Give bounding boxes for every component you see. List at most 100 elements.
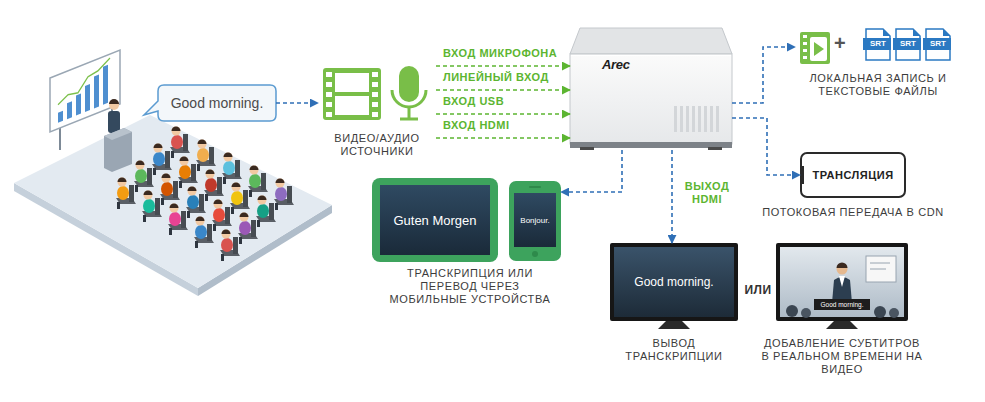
- svg-use: [222, 153, 242, 185]
- or-text: ИЛИ: [742, 283, 774, 297]
- edge-label: ВХОД HDMI: [443, 119, 510, 131]
- tablet-frame: [372, 178, 498, 262]
- node-caption: ДОБАВЛЕНИЕ СУБТИТРОВ В РЕАЛЬНОМ ВРЕМЕНИ …: [759, 337, 925, 376]
- node-caption: ВИДЕО/АУДИО ИСТОЧНИКИ: [318, 132, 436, 158]
- svg-circle: [109, 100, 119, 110]
- svg-use: [194, 217, 214, 249]
- edge-label: ЛИНЕЙНЫЙ ВХОД: [443, 71, 549, 83]
- plus-sign: +: [834, 32, 846, 55]
- edge-label: ВХОД USB: [443, 95, 504, 107]
- file-band: [893, 38, 921, 50]
- svg-rect: [674, 106, 677, 132]
- device-base: [570, 142, 732, 148]
- phone-device: Bonjour.: [509, 181, 561, 261]
- phone-frame: [509, 181, 561, 261]
- file-type: SRT: [865, 39, 891, 49]
- svg-use: [230, 183, 250, 215]
- stream-outline: [801, 153, 905, 197]
- node-shape: [570, 28, 732, 150]
- svg-polygon: [14, 115, 332, 288]
- node-caption: ЛОКАЛЬНАЯ ЗАПИСЬ И ТЕКСТОВЫЕ ФАЙЛЫ: [795, 72, 961, 98]
- svg-use: [274, 179, 294, 211]
- film-icon: [323, 68, 381, 120]
- svg-use: [256, 196, 276, 228]
- svg-path: [392, 90, 426, 107]
- svg-line: [870, 269, 886, 270]
- svg-polygon: [50, 50, 120, 132]
- file-type: SRT: [925, 39, 951, 49]
- svg-rect: [372, 102, 378, 107]
- svg-rect: [803, 35, 807, 38]
- svg-circle: [874, 306, 886, 318]
- svg-use: [152, 144, 172, 176]
- monitor-bezel: [610, 243, 738, 321]
- svg-path: [109, 99, 119, 104]
- svg-rect: [810, 37, 827, 61]
- svg-polygon: [104, 128, 132, 140]
- svg-rect: [372, 72, 378, 77]
- svg-rect: [680, 106, 683, 132]
- svg-use: [116, 178, 136, 210]
- svg-rect: [803, 49, 807, 52]
- svg-use: [196, 140, 216, 172]
- srt-file: SRT: [925, 28, 951, 61]
- source-group: ВИДЕО/АУДИО ИСТОЧНИКИ: [318, 62, 436, 160]
- svg-line: [408, 107, 411, 118]
- flow-arrow: [276, 102, 318, 104]
- svg-circle: [801, 308, 811, 318]
- svg-polyline: [58, 58, 110, 105]
- svg-rect: [326, 92, 332, 97]
- svg-rect: [399, 66, 419, 102]
- transcript-monitor: Good morning.ВЫВОД ТРАНСКРИПЦИИ: [610, 243, 738, 321]
- phone-screen: [514, 193, 556, 247]
- screen-text: Bonjour.: [514, 193, 556, 247]
- svg-polygon: [839, 276, 845, 287]
- monitor-screen: [780, 247, 904, 317]
- stream-text: ТРАНСЛЯЦИЯ: [800, 152, 906, 198]
- scene-board: [866, 256, 896, 282]
- svg-rect: [103, 65, 108, 105]
- svg-rect: [716, 106, 719, 132]
- bubble-outline: [144, 85, 276, 121]
- file-band: [863, 38, 891, 50]
- flow-arrow: [671, 150, 673, 243]
- srt-file: SRT: [865, 28, 891, 61]
- svg-rect: [335, 96, 369, 115]
- stream-box: ТРАНСЛЯЦИЯПОТОКОВАЯ ПЕРЕДАЧА В CDN: [800, 152, 906, 198]
- svg-circle: [532, 251, 538, 257]
- svg-circle: [837, 264, 848, 275]
- svg-use: [160, 174, 180, 206]
- capture-device: Arec: [570, 28, 732, 150]
- svg-rect: [803, 56, 807, 59]
- svg-line: [59, 126, 61, 150]
- subtitle-monitor: Good morning.ДОБАВЛЕНИЕ СУБТИТРОВ В РЕАЛ…: [776, 243, 908, 321]
- svg-rect: [323, 68, 381, 120]
- svg-rect: [686, 106, 689, 132]
- device-logo: Arec: [602, 57, 630, 72]
- monitor-stand: [826, 321, 858, 329]
- subtitle-text: Good morning.: [814, 299, 870, 310]
- svg-rect: [580, 147, 594, 150]
- svg-rect: [710, 106, 713, 132]
- svg-rect: [692, 106, 695, 132]
- svg-polygon: [814, 42, 824, 56]
- svg-use: [248, 166, 268, 198]
- flow-arrow: [561, 150, 622, 192]
- svg-use: [220, 230, 240, 262]
- monitor-screen: [614, 247, 734, 317]
- svg-rect: [58, 111, 63, 123]
- svg-rect: [704, 106, 707, 132]
- svg-use: [186, 187, 206, 219]
- monitor-stand: [658, 321, 690, 329]
- node-caption: ПОТОКОВАЯ ПЕРЕДАЧА В CDN: [750, 206, 956, 219]
- lecture-hall: [14, 50, 332, 296]
- svg-rect: [326, 72, 332, 77]
- svg-line: [571, 55, 731, 56]
- device-top: [570, 28, 732, 54]
- svg-rect: [800, 166, 804, 184]
- svg-line: [870, 263, 890, 264]
- svg-rect: [94, 74, 99, 108]
- svg-rect: [708, 147, 722, 150]
- svg-rect: [372, 92, 378, 97]
